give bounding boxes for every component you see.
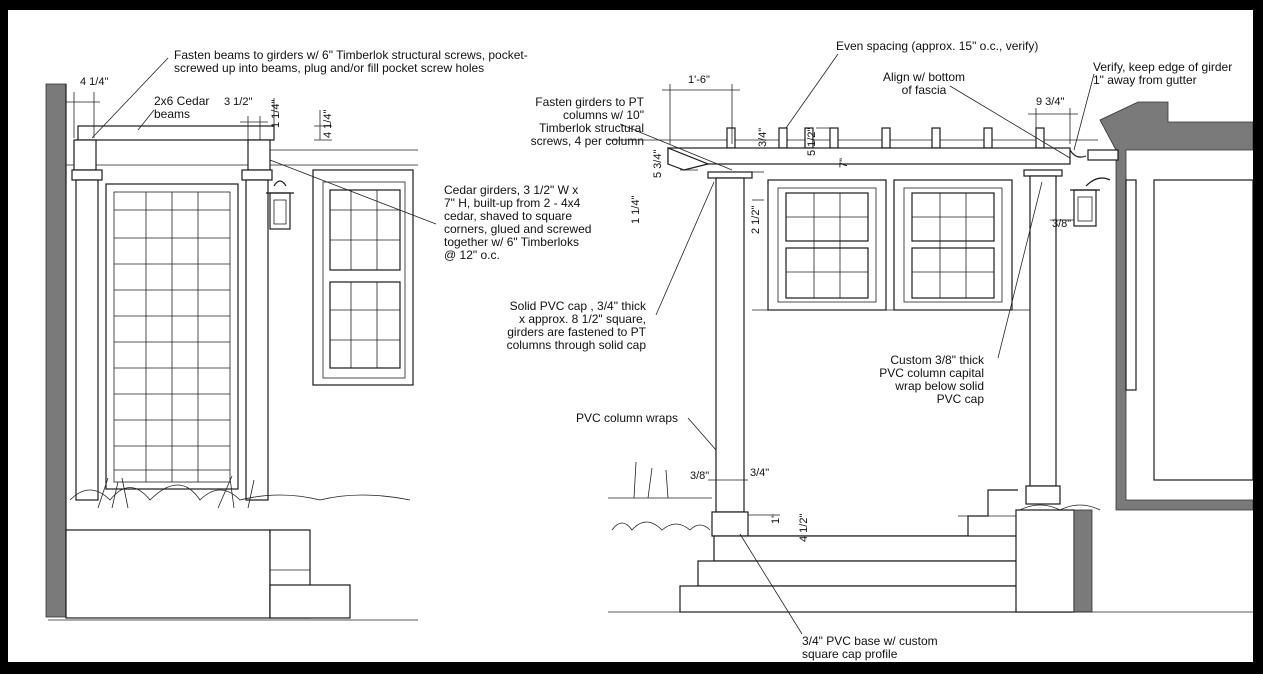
steps-right — [679, 489, 1075, 613]
dim-4-1-2: 4 1/2" — [798, 513, 810, 542]
note-custom-capital: Custom 3/8" thick PVC column capital wra… — [879, 353, 984, 406]
dim-1: 1" — [770, 513, 782, 524]
girder-side — [667, 147, 1071, 165]
planting-bed-left — [69, 475, 411, 509]
foundation-section — [1073, 509, 1093, 613]
dim-1-1-4-side: 1 1/4" — [630, 195, 642, 224]
dim-3-1-2: 3 1/2" — [224, 96, 253, 108]
solid-pvc-cap-right — [1023, 169, 1063, 177]
trellis-panel — [105, 183, 239, 490]
planter-base — [65, 529, 271, 619]
dim-3-8-base: 3/8" — [690, 470, 710, 482]
pvc-base-right — [1025, 485, 1061, 505]
house-wall-section — [45, 83, 67, 618]
wall-lantern-right — [1070, 177, 1111, 227]
note-verify-girder: Verify, keep edge of girder 1" away from… — [1093, 60, 1233, 87]
elevation-drawing — [45, 53, 1253, 635]
window-left — [312, 169, 414, 386]
note-pvc-base: 3/4" PVC base w/ custom square cap profi… — [802, 634, 938, 661]
dim-3-4-base: 3/4" — [750, 467, 770, 479]
note-solid-pvc-cap: Solid PVC cap , 3/4" thick x approx. 8 1… — [506, 299, 646, 352]
dim-5-1-2: 5 1/2" — [806, 127, 818, 156]
girder-end-right — [247, 139, 271, 171]
window-right-a — [767, 179, 887, 311]
pvc-column-right — [1029, 175, 1057, 487]
left-elevation — [45, 57, 437, 621]
dim-9-3-4: 9 3/4" — [1036, 96, 1065, 108]
cedar-beam — [77, 125, 275, 141]
solid-pvc-cap-left — [707, 171, 753, 179]
note-cedar-beams: 2x6 Cedar beams — [154, 94, 210, 121]
dim-1-6: 1'-6" — [688, 74, 710, 86]
dim-3-4-top: 3/4" — [757, 127, 769, 147]
column-left — [75, 179, 99, 501]
girder-end-left — [73, 139, 97, 171]
dim-5-3-4: 5 3/4" — [652, 149, 664, 178]
step-left-2 — [269, 584, 351, 619]
drawing-sheet: Fasten beams to girders w/ 6" Timberlok … — [8, 10, 1253, 662]
rafter-tails — [726, 127, 1045, 149]
pvc-base-left — [711, 511, 749, 537]
right-elevation — [608, 53, 1253, 635]
window-right-b — [893, 179, 1013, 311]
note-even-spacing: Even spacing (approx. 15" o.c., verify) — [836, 39, 1039, 53]
dim-2-1-2: 2 1/2" — [750, 205, 762, 234]
note-align-fascia: Align w/ bottom of fascia — [882, 70, 966, 97]
note-fasten-girders: Fasten girders to PT columns w/ 10" Timb… — [530, 95, 644, 148]
pvc-column-left — [715, 177, 745, 513]
note-fasten-beams: Fasten beams to girders w/ 6" Timberlok … — [174, 48, 528, 75]
dim-4-1-4-left: 4 1/4" — [80, 76, 109, 88]
wall-lantern-left — [266, 180, 294, 230]
dim-7: 7" — [838, 157, 850, 168]
dim-4-1-4-right: 4 1/4" — [322, 109, 334, 138]
dim-1-1-4-top: 1 1/4" — [270, 99, 282, 128]
house-right — [1069, 101, 1253, 511]
dim-3-8-right: 3/8" — [1052, 218, 1072, 230]
note-pvc-column-wraps: PVC column wraps — [576, 411, 679, 425]
note-cedar-girders: Cedar girders, 3 1/2" W x 7" H, built-up… — [444, 183, 592, 262]
column-right — [245, 179, 269, 501]
